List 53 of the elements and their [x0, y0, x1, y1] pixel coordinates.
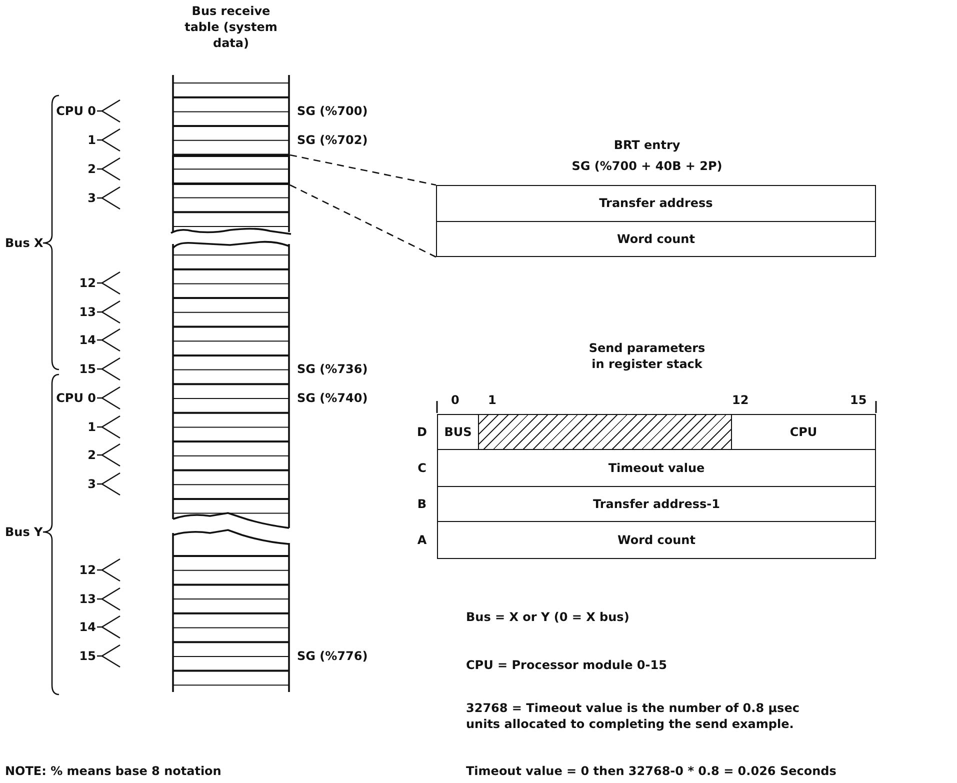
note-text: Timeout value = 0 then 32768-0 * 0.8 = 0.026 Seconds	[466, 763, 836, 779]
address-label: SG (%702)	[297, 132, 368, 148]
register-letter: D	[416, 424, 428, 440]
cpu-number: 13	[78, 304, 96, 320]
register-field: CPU	[732, 415, 876, 450]
cpu-number: CPU 0	[55, 103, 96, 119]
note-text: NOTE: % means base 8 notation	[5, 763, 222, 779]
entry-heading: BRT entry	[612, 137, 682, 153]
bus-label: Bus Y	[5, 524, 43, 540]
register-stack	[437, 414, 876, 559]
dashed-connector	[290, 184, 436, 258]
entry-record	[436, 185, 876, 257]
cpu-number: 3	[86, 476, 96, 492]
cpu-number: 14	[78, 619, 96, 635]
bit-number: 1	[488, 392, 496, 408]
bit-number: 0	[451, 392, 460, 408]
table-entry	[172, 155, 290, 185]
receive-table	[170, 72, 292, 694]
cpu-number: 14	[78, 332, 96, 348]
cpu-number: 13	[78, 591, 96, 607]
note-text: Bus = X or Y (0 = X bus)	[466, 609, 630, 625]
cpu-number: 1	[86, 419, 96, 435]
cpu-number: 1	[86, 132, 96, 148]
dashed-connector	[290, 154, 436, 186]
cpu-number: CPU 0	[55, 390, 96, 406]
cpu-number: 12	[78, 562, 96, 578]
address-label: SG (%736)	[297, 361, 368, 377]
cpu-number: 12	[78, 275, 96, 291]
record-field: Word count	[437, 222, 876, 257]
cpu-number: 2	[86, 447, 96, 463]
address-label: SG (%776)	[297, 648, 368, 664]
register-field: Word count	[438, 522, 876, 559]
register-letter: C	[416, 460, 428, 476]
bit-number: 12	[732, 392, 749, 408]
register-field: Transfer address-1	[438, 487, 876, 522]
cpu-number: 2	[86, 161, 96, 177]
bit-number: 15	[850, 392, 867, 408]
table-heading: Bus receive table (system data)	[184, 3, 278, 51]
note-text: CPU = Processor module 0-15	[466, 657, 667, 673]
note-text: 32768 = Timeout value is the number of 0.8 μsec units allocated to completing the send example.	[466, 700, 800, 732]
bus-label: Bus X	[5, 235, 44, 251]
address-label: SG (%740)	[297, 390, 368, 406]
register-letter: A	[416, 532, 428, 548]
hatched-field	[479, 415, 732, 450]
address-label: SG (%700)	[297, 103, 368, 119]
register-letter: B	[416, 496, 428, 512]
register-heading: Send parameters in register stack	[588, 340, 706, 372]
cpu-number: 15	[78, 648, 96, 664]
cpu-number: 3	[86, 190, 96, 206]
register-field: Timeout value	[438, 450, 876, 487]
address-formula: SG (%700 + 40B + 2P)	[570, 158, 724, 174]
record-field: Transfer address	[437, 186, 876, 222]
cpu-number: 15	[78, 361, 96, 377]
